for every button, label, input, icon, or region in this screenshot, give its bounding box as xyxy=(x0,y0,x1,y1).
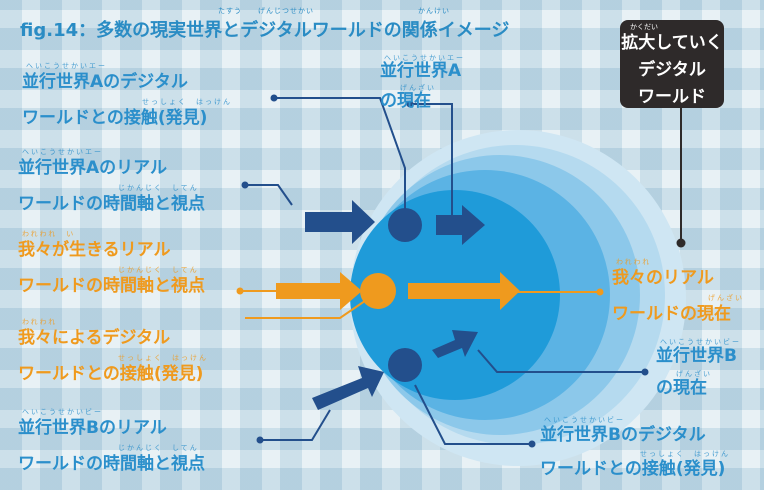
arrow-b-real-in xyxy=(312,366,384,410)
label-line: 我々が生きるリアル xyxy=(18,240,171,260)
furigana: へいこうせかいビー xyxy=(660,338,741,346)
furigana: へいこうせかいエー xyxy=(26,62,107,70)
label-line: ワールドの時間軸と視点 xyxy=(18,276,205,296)
arrow-our-now xyxy=(408,272,520,310)
figure-title: fig.14：多数の現実世界とデジタルワールドの関係イメージ xyxy=(20,20,510,41)
label-line: 並行世界B xyxy=(656,346,737,366)
label-line: 我々のリアル xyxy=(612,268,714,288)
callout-line: ワールド xyxy=(638,87,706,107)
label-line: ワールドとの接触(発見) xyxy=(18,364,204,384)
label-our-now: われわれ我々のリアル げんざいワールドの現在 xyxy=(612,258,742,332)
callout-line: 拡大していく xyxy=(621,33,723,53)
arrow-a-real-in xyxy=(305,200,375,244)
furigana: へいこうせかいエー xyxy=(22,148,103,156)
label-line: 並行世界A xyxy=(380,61,462,81)
label-line: の現在 xyxy=(380,91,431,111)
furigana: げんざい xyxy=(676,370,712,378)
callout-furigana: かくだい xyxy=(630,23,658,31)
label-line: 我々によるデジタル xyxy=(18,328,171,348)
arrow-a-now xyxy=(436,205,485,245)
furigana: へいこうせかいビー xyxy=(22,408,103,416)
label-line: の現在 xyxy=(656,378,707,398)
title-furigana: たすう げんじつせかい かんけい xyxy=(218,7,450,15)
leader-lines xyxy=(245,97,645,445)
label-a-now: へいこうせかいエー並行世界A げんざいの現在 xyxy=(380,54,463,116)
furigana: われわれ xyxy=(616,258,652,266)
label-our-digital-contact: われわれ我々によるデジタル せっしょく はっけんワールドとの接触(発見) xyxy=(18,318,206,392)
label-line: ワールドの時間軸と視点 xyxy=(18,194,205,214)
furigana: へいこうせかいエー xyxy=(384,54,465,62)
label-line: ワールドとの接触(発見) xyxy=(22,108,208,128)
label-line: 並行世界Aのデジタル xyxy=(22,72,188,92)
label-line: ワールドとの接触(発見) xyxy=(540,459,726,479)
leader-dots xyxy=(241,94,649,448)
furigana: せっしょく はっけん xyxy=(640,450,730,458)
dot-parallel-world-b xyxy=(388,348,422,382)
label-line: 並行世界Bのリアル xyxy=(18,418,167,438)
label-a-real-timeline: へいこうせかいエー並行世界Aのリアル じかんじく してんワールドの時間軸と視点 xyxy=(18,148,205,222)
arrow-b-now xyxy=(432,330,478,358)
furigana: じかんじく してん xyxy=(118,266,199,274)
callout-expanding-digital-world: かくだい 拡大していく デジタル ワールド xyxy=(620,20,724,108)
label-b-now: へいこうせかいビー並行世界B げんざいの現在 xyxy=(656,338,739,404)
dot-our-world xyxy=(360,273,396,309)
label-a-digital-contact: へいこうせかいエー並行世界Aのデジタル せっしょく はっけんワールドとの接触(発… xyxy=(22,62,230,136)
label-line: ワールドの現在 xyxy=(612,304,731,324)
furigana: せっしょく はっけん xyxy=(118,354,208,362)
furigana: げんざい xyxy=(400,84,436,92)
furigana: じかんじく してん xyxy=(118,444,199,452)
label-b-real-timeline: へいこうせかいビー並行世界Bのリアル じかんじく してんワールドの時間軸と視点 xyxy=(18,408,205,482)
furigana: せっしょく はっけん xyxy=(142,98,232,106)
dot-parallel-world-a xyxy=(388,208,422,242)
arrow-our-real-in xyxy=(276,272,362,310)
label-line: ワールドの時間軸と視点 xyxy=(18,454,205,474)
label-b-digital-contact: へいこうせかいビー並行世界Bのデジタル せっしょく はっけんワールドとの接触(発… xyxy=(540,416,728,486)
furigana: げんざい xyxy=(708,294,744,302)
callout-dot xyxy=(676,238,686,248)
furigana: われわれ xyxy=(22,318,58,326)
label-line: 並行世界Aのリアル xyxy=(18,158,167,178)
furigana: へいこうせかいビー xyxy=(544,416,625,424)
label-our-real-timeline: われわれ い我々が生きるリアル じかんじく してんワールドの時間軸と視点 xyxy=(18,230,205,304)
label-line: 並行世界Bのデジタル xyxy=(540,425,706,445)
callout-line: デジタル xyxy=(638,60,706,80)
furigana: じかんじく してん xyxy=(118,184,199,192)
furigana: われわれ い xyxy=(22,230,76,238)
